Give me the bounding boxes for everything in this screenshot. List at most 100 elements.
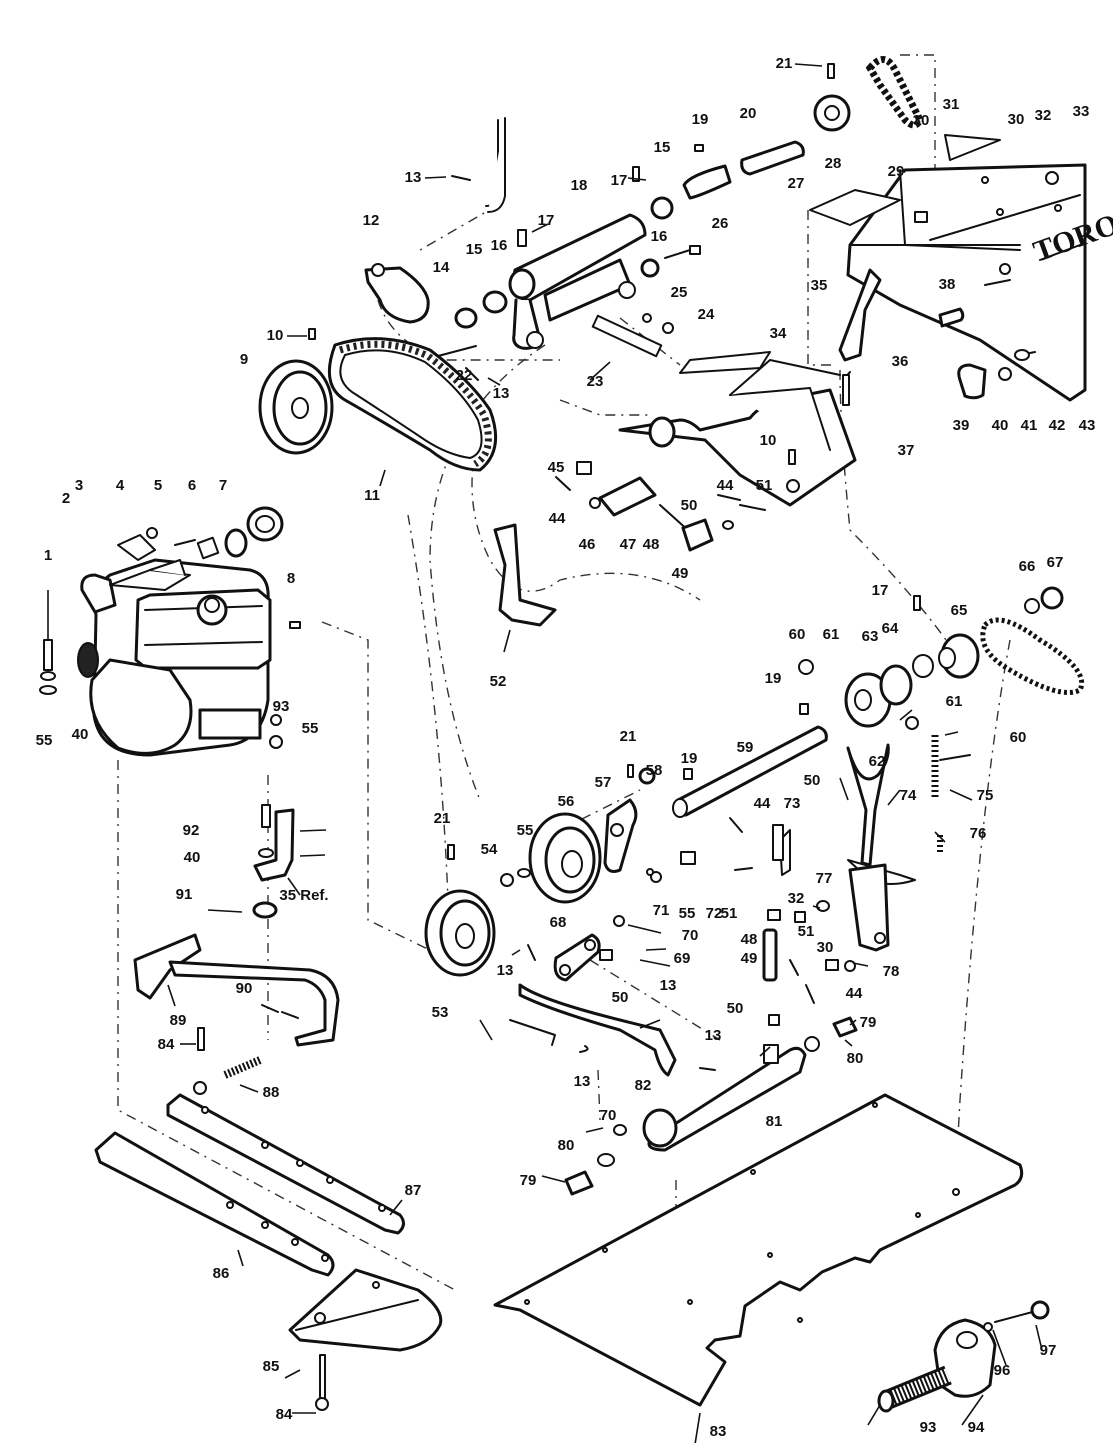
callout-81: 81 (766, 1113, 783, 1130)
callout-70: 70 (600, 1107, 617, 1124)
idler-linkage (509, 915, 858, 1196)
callout-13: 13 (705, 1027, 722, 1044)
callout-65: 65 (951, 602, 968, 619)
callout-89: 89 (170, 1012, 187, 1029)
callout-77: 77 (816, 870, 833, 887)
callout-84: 84 (158, 1036, 175, 1053)
callout-25: 25 (671, 284, 688, 301)
callout-47: 47 (620, 536, 637, 553)
callout-2: 2 (62, 490, 70, 507)
callout-10: 10 (760, 432, 777, 449)
handle-bracket (493, 351, 857, 627)
callout-41: 41 (1021, 417, 1038, 434)
callout-55: 55 (517, 822, 534, 839)
callout-92: 92 (183, 822, 200, 839)
callout-31: 31 (943, 96, 960, 113)
callout-93: 93 (273, 698, 290, 715)
drive-pulley (424, 812, 602, 977)
callout-85: 85 (263, 1358, 280, 1375)
callout-30: 30 (913, 112, 930, 129)
callout-17: 17 (872, 582, 889, 599)
jackshaft (603, 586, 1084, 873)
grip-assembly (877, 1300, 1050, 1413)
callout-78: 78 (883, 963, 900, 980)
callout-91: 91 (176, 886, 193, 903)
callout-12: 12 (363, 212, 380, 229)
callout-45: 45 (548, 459, 565, 476)
callout-35: 35 (811, 277, 828, 294)
callout-11: 11 (364, 487, 380, 504)
callout-84: 84 (276, 1406, 293, 1423)
callout-97: 97 (1040, 1342, 1057, 1359)
callout-67: 67 (1047, 554, 1064, 571)
callout-72: 72 (706, 905, 723, 922)
callout-17: 17 (538, 212, 555, 229)
callout-79: 79 (860, 1014, 877, 1031)
callout-1: 1 (44, 547, 52, 564)
callout-83: 83 (710, 1423, 727, 1440)
callout-51: 51 (721, 905, 738, 922)
callout-32: 32 (788, 890, 805, 907)
callout-82: 82 (635, 1077, 652, 1094)
callout-79: 79 (520, 1172, 537, 1189)
callout-58: 58 (646, 762, 663, 779)
callout-7: 7 (219, 477, 227, 494)
callout-26: 26 (712, 215, 729, 232)
callout-48: 48 (741, 931, 758, 948)
callout-13: 13 (493, 385, 510, 402)
callout-55: 55 (36, 732, 53, 749)
callout-61: 61 (946, 693, 963, 710)
callout-39: 39 (953, 417, 970, 434)
callout-24: 24 (698, 306, 715, 323)
callout-40: 40 (992, 417, 1009, 434)
foot-plate-bars (94, 1093, 443, 1411)
callout-44: 44 (717, 477, 734, 494)
callout-44: 44 (754, 795, 771, 812)
callout-56: 56 (558, 793, 575, 810)
auger-housing-assembly (364, 117, 805, 381)
callout-13: 13 (405, 169, 422, 186)
callout-37: 37 (898, 442, 915, 459)
callout-40: 40 (184, 849, 201, 866)
callout-49: 49 (741, 950, 758, 967)
callout-86: 86 (213, 1265, 230, 1282)
callout-30: 30 (817, 939, 834, 956)
callout-69: 69 (674, 950, 691, 967)
callout-50: 50 (804, 772, 821, 789)
callout-36: 36 (892, 353, 909, 370)
drive-handle (133, 933, 340, 1095)
callout-21: 21 (620, 728, 637, 745)
callout-34: 34 (770, 325, 787, 342)
leader-lines (167, 63, 1043, 1443)
callout-50: 50 (727, 1000, 744, 1017)
callout-21: 21 (434, 810, 451, 827)
callout-13: 13 (660, 977, 677, 994)
callout-40: 40 (72, 726, 89, 743)
callout-8: 8 (287, 570, 295, 587)
callout-75: 75 (977, 787, 994, 804)
callout-43: 43 (1079, 417, 1096, 434)
callout-90: 90 (236, 980, 253, 997)
callout-29: 29 (888, 163, 905, 180)
callout-59: 59 (737, 739, 754, 756)
callout-96: 96 (994, 1362, 1011, 1379)
callout-10: 10 (267, 327, 284, 344)
callout-80: 80 (847, 1050, 864, 1067)
callout-5: 5 (154, 477, 162, 494)
callout-16: 16 (651, 228, 668, 245)
callout-50: 50 (681, 497, 698, 514)
callout-9: 9 (240, 351, 248, 368)
callout-46: 46 (579, 536, 596, 553)
callout-60: 60 (789, 626, 806, 643)
callout-17: 17 (611, 172, 628, 189)
callout-87: 87 (405, 1182, 422, 1199)
callout-61: 61 (823, 626, 840, 643)
callout-51: 51 (756, 477, 773, 494)
callout-42: 42 (1049, 417, 1066, 434)
callout-15: 15 (466, 241, 483, 258)
callout-49: 49 (672, 565, 689, 582)
callout-57: 57 (595, 774, 612, 791)
pulley-and-belt (258, 328, 498, 472)
